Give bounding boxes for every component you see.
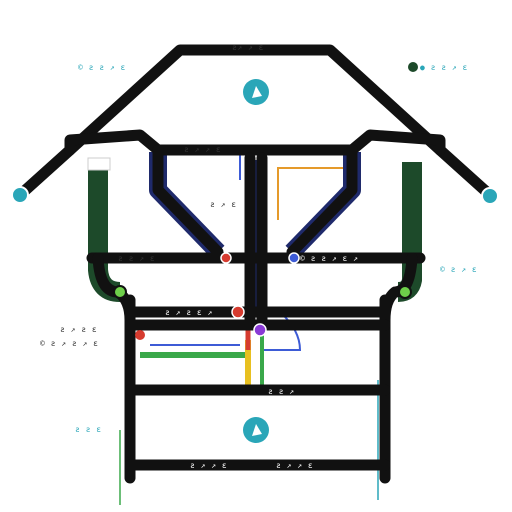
label-lower-left: ƨ ƨ ɛ	[75, 425, 102, 434]
station-center-blue[interactable]	[289, 253, 299, 263]
station-red-left[interactable]	[135, 330, 145, 340]
label-bottom-left: ƨ ↗ ↗ ɛ	[190, 461, 227, 470]
label-mid-right: © ƨ ƨ ↗ ɛ ↗	[300, 254, 358, 263]
station-purple-small[interactable]	[254, 324, 266, 336]
upper-right-badge	[406, 170, 418, 214]
station-left-mid[interactable]	[114, 286, 126, 298]
label-upper-box: ƨ ↗ ↗ ɛ	[184, 145, 221, 154]
station-left-end[interactable]	[12, 187, 28, 203]
station-right-mid[interactable]	[399, 286, 411, 298]
station-green-left[interactable]	[408, 62, 418, 72]
station-red-small[interactable]	[232, 306, 244, 318]
label-top-left: © ƨ ƨ ↗ ɛ	[78, 63, 126, 72]
label-right-edge: © ƨ ↗ ɛ	[440, 265, 477, 274]
bottom-marker[interactable]	[243, 417, 269, 443]
station-right-end[interactable]	[482, 188, 498, 204]
top-marker[interactable]	[243, 79, 269, 105]
station-center-red[interactable]	[221, 253, 231, 263]
label-top-right: ● ƨ ƨ ↗ ɛ	[420, 63, 468, 72]
label-mid-left: ƨ ƨ ↗ ɛ	[118, 254, 155, 263]
label-middle-row: ƨ ↗ ƨ ɛ ↗	[165, 308, 213, 317]
label-center: ƨ ↗ ɛ	[210, 200, 237, 209]
label-top-banner: ƨ↗ ↗ ɛ	[232, 43, 264, 52]
label-bottom-right: ƨ ↗ ↗ ɛ	[276, 461, 313, 470]
label-left-text-1: ƨ ↗ ƨ ɛ	[60, 325, 97, 334]
label-vertical-right: ƨ ƨ ↗	[268, 387, 295, 396]
upper-left-badge	[88, 158, 110, 170]
label-left-text-2: © ƨ ↗ ƨ ↗ ɛ	[40, 339, 98, 348]
